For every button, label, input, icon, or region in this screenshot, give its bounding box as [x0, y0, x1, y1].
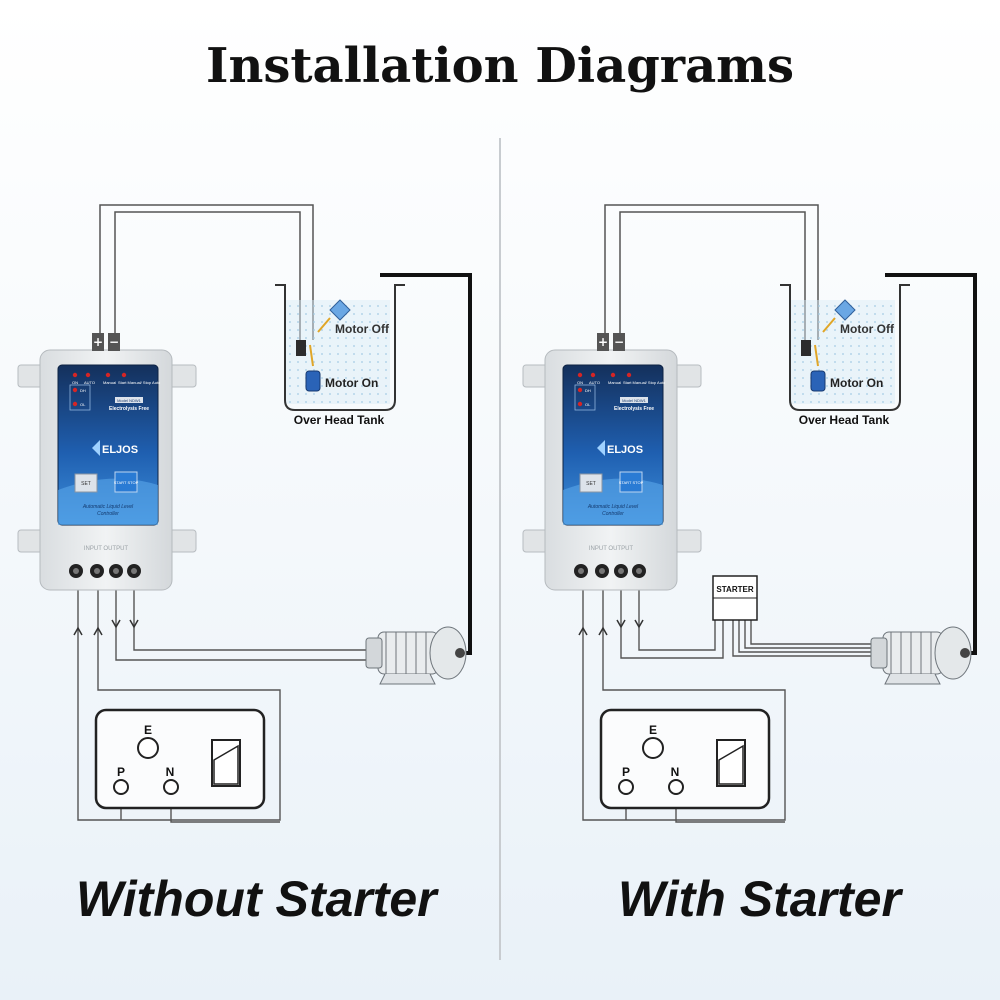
float-sensor-top	[317, 299, 351, 333]
caption-without-starter: Without Starter	[76, 871, 437, 927]
side-label-dh: DH	[585, 388, 591, 393]
wire-arrows	[73, 619, 139, 636]
led-label-auto: AUTO	[589, 380, 600, 385]
electrolysis-label: Electrolysis Free	[614, 406, 654, 412]
pump-motor	[365, 626, 467, 685]
starter-box	[712, 575, 758, 621]
terminal-labels: INPUT OUTPUT	[84, 546, 129, 552]
panel-divider	[499, 138, 501, 960]
led-label-on: ON	[577, 380, 583, 385]
socket-label-p: P	[622, 765, 630, 779]
led-label-start-stop: Start Manual/ Stop Auto	[118, 380, 161, 385]
start-stop-button-label: START STOP	[114, 480, 139, 485]
socket-label-n: N	[671, 765, 680, 779]
model-label: Model NDW1	[117, 398, 142, 403]
side-label-ol: OL	[80, 402, 86, 407]
set-button-label: SET	[81, 481, 91, 487]
tank-label: Over Head Tank	[799, 413, 890, 427]
float-sensor-bottom	[296, 340, 321, 392]
diagram-with-starter: STARTER Motor Off Motor On Over Head Tan…	[522, 204, 977, 823]
brand-logo-text: ELJOS	[607, 444, 643, 456]
water-pipe	[885, 273, 977, 655]
socket-label-p: P	[117, 765, 125, 779]
product-name-line1: Automatic Liquid Level	[587, 504, 639, 510]
socket-label-e: E	[144, 723, 152, 737]
diagram-without-starter: Motor Off Motor On Over Head Tank ON AUT…	[17, 204, 472, 823]
power-socket	[599, 708, 771, 810]
motor-off-label: Motor Off	[335, 322, 390, 336]
brand-logo-text: ELJOS	[102, 444, 138, 456]
socket-label-e: E	[649, 723, 657, 737]
pump-motor	[870, 626, 972, 685]
water-pipe	[380, 273, 472, 655]
motor-on-label: Motor On	[830, 376, 883, 390]
wire-arrows	[578, 619, 644, 636]
motor-off-label: Motor Off	[840, 322, 895, 336]
side-label-ol: OL	[585, 402, 591, 407]
page-title: Installation Diagrams	[206, 38, 794, 94]
float-sensor-top	[822, 299, 856, 333]
electrolysis-label: Electrolysis Free	[109, 406, 149, 412]
sensor-wires	[99, 204, 314, 340]
start-stop-button-label: START STOP	[619, 480, 644, 485]
set-button-label: SET	[586, 481, 596, 487]
terminal-labels: INPUT OUTPUT	[589, 546, 634, 552]
starter-label: STARTER	[716, 585, 753, 594]
led-label-manual: Manual	[103, 380, 116, 385]
product-name-line2: Controller	[97, 511, 119, 517]
led-label-on: ON	[72, 380, 78, 385]
socket-label-n: N	[166, 765, 175, 779]
product-name-line1: Automatic Liquid Level	[82, 504, 134, 510]
tank-label: Over Head Tank	[294, 413, 385, 427]
model-label: Model NDW1	[622, 398, 647, 403]
product-name-line2: Controller	[602, 511, 624, 517]
motor-on-label: Motor On	[325, 376, 378, 390]
side-label-dh: DH	[80, 388, 86, 393]
float-sensor-bottom	[801, 340, 826, 392]
power-socket	[94, 708, 266, 810]
led-label-auto: AUTO	[84, 380, 95, 385]
led-label-manual: Manual	[608, 380, 621, 385]
sensor-wires	[604, 204, 819, 340]
caption-with-starter: With Starter	[618, 871, 901, 927]
led-label-start-stop: Start Manual/ Stop Auto	[623, 380, 666, 385]
